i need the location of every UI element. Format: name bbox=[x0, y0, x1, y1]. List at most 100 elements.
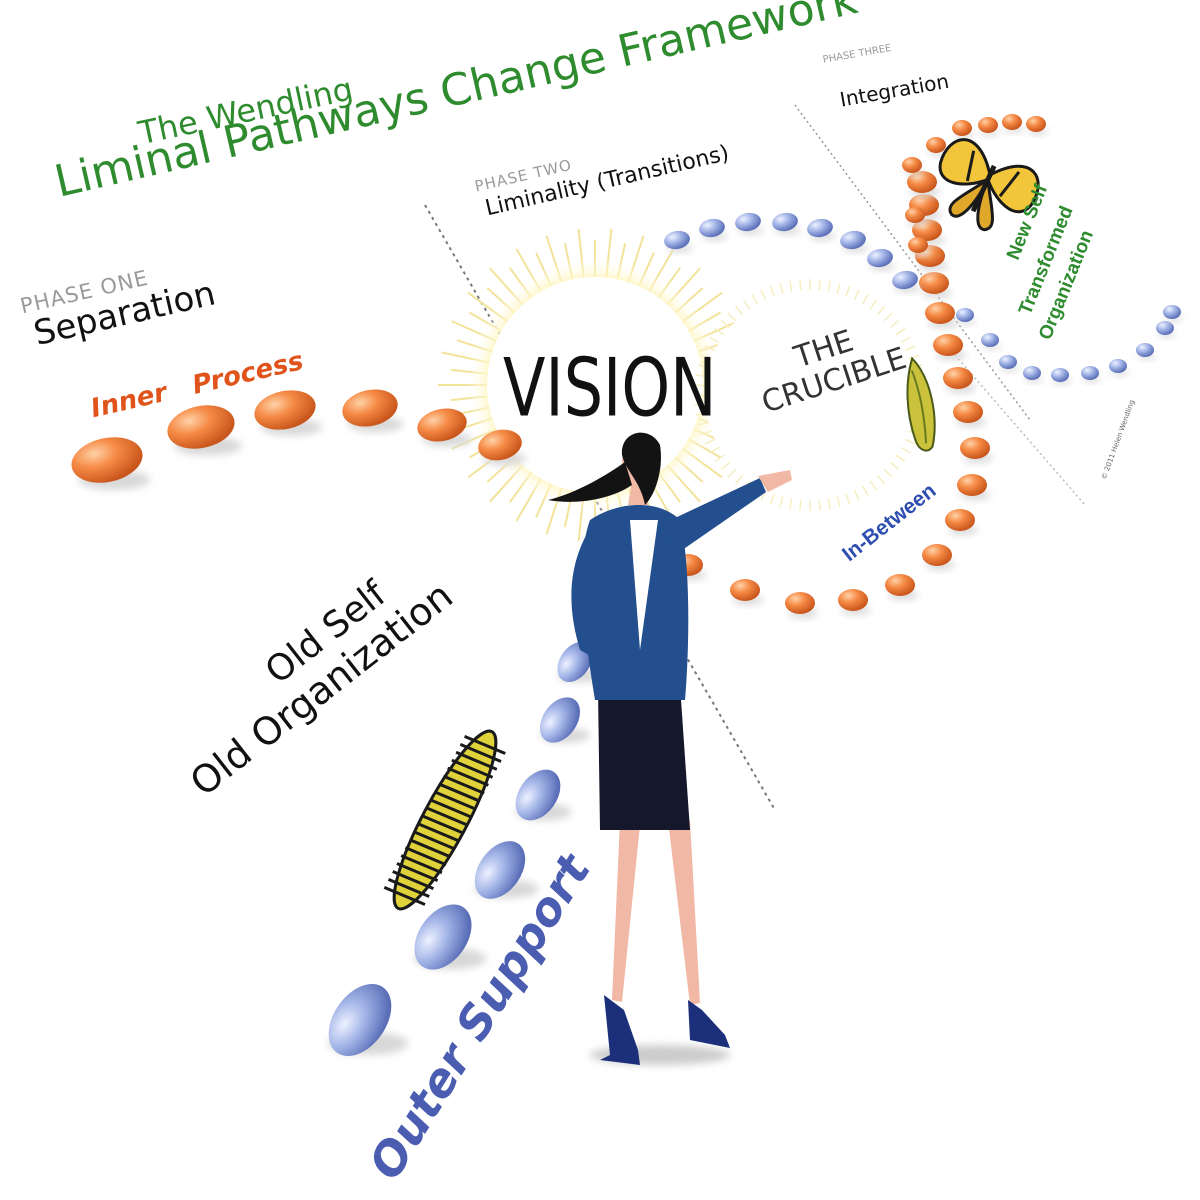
caterpillar-stripe bbox=[392, 870, 435, 890]
liminality-bead bbox=[867, 248, 893, 268]
crucible-ray bbox=[695, 412, 708, 416]
new-self-bead bbox=[1156, 321, 1174, 335]
caterpillar-stripe bbox=[413, 830, 456, 851]
crucible-ray bbox=[827, 280, 831, 293]
new-self-bead bbox=[1051, 368, 1069, 382]
in-between-bead bbox=[953, 401, 983, 423]
outer-bead bbox=[515, 769, 561, 821]
integration-bead bbox=[926, 137, 946, 153]
crucible-ray bbox=[907, 354, 920, 361]
liminality-beads bbox=[664, 212, 921, 293]
inner-bead bbox=[342, 389, 398, 427]
crucible-ray bbox=[876, 474, 886, 485]
liminality-bead bbox=[699, 218, 725, 238]
crucible-ray bbox=[844, 285, 851, 298]
crucible-ray bbox=[903, 438, 916, 445]
crucible-ray bbox=[760, 289, 767, 302]
crucible-ray bbox=[894, 454, 906, 463]
integration-bead bbox=[978, 117, 998, 133]
integration-bead bbox=[908, 237, 928, 253]
crucible-ray bbox=[720, 319, 731, 329]
crucible-ray bbox=[836, 282, 841, 295]
crucible-ray bbox=[709, 446, 721, 454]
outer-bead bbox=[414, 904, 472, 970]
in-between-bead bbox=[957, 474, 987, 496]
crucible-ray bbox=[844, 492, 851, 505]
caterpillar-stripe bbox=[430, 798, 473, 819]
crucible-ray bbox=[876, 305, 886, 316]
new-self-bead bbox=[1163, 305, 1181, 319]
in-between-bead bbox=[885, 574, 915, 596]
crucible-ray bbox=[861, 294, 869, 306]
phase-divider-3 bbox=[954, 354, 1086, 506]
crucible-ray bbox=[727, 468, 737, 478]
integration-bead bbox=[1026, 116, 1046, 132]
crucible-ray bbox=[734, 305, 744, 316]
caterpillar-stripe bbox=[383, 885, 426, 906]
inner-bead bbox=[254, 390, 316, 430]
crucible-ray bbox=[769, 285, 776, 298]
new-self-bead bbox=[956, 308, 974, 322]
liminality-bead bbox=[807, 218, 833, 238]
new-self-bead bbox=[1081, 366, 1099, 380]
crucible-ray bbox=[827, 497, 831, 510]
crucible-ray bbox=[789, 280, 793, 293]
liminality-bead bbox=[735, 212, 761, 232]
crucible-ray bbox=[709, 336, 721, 344]
crucible-ray bbox=[861, 484, 869, 496]
crucible-ray bbox=[883, 312, 893, 322]
integration-bead bbox=[952, 120, 972, 136]
crucible-ray bbox=[899, 446, 911, 454]
crucible-ray bbox=[853, 488, 860, 501]
crucible-ray bbox=[779, 495, 784, 508]
in-between-bead bbox=[960, 437, 990, 459]
outer-bead bbox=[474, 841, 526, 899]
new-self-bead bbox=[1109, 359, 1127, 373]
crucible-ray bbox=[799, 498, 802, 511]
new-self-bead bbox=[1023, 366, 1041, 380]
crucible-ray bbox=[704, 345, 717, 352]
crucible-ray bbox=[714, 327, 726, 336]
crucible-ray bbox=[714, 454, 726, 463]
liminality-bead bbox=[772, 212, 798, 232]
in-between-bead bbox=[785, 592, 815, 614]
integration-beads bbox=[902, 114, 1048, 256]
crucible-ray bbox=[779, 282, 784, 295]
chrysalis-icon bbox=[906, 356, 936, 452]
crucible-ray bbox=[818, 279, 821, 292]
crucible-ray bbox=[869, 299, 878, 311]
in-between-bead bbox=[922, 544, 952, 566]
phase-divider-2 bbox=[794, 104, 1031, 421]
caterpillar-icon bbox=[383, 729, 506, 911]
caterpillar-stripe bbox=[455, 750, 498, 771]
crucible-ray bbox=[695, 374, 708, 378]
caterpillar-stripe bbox=[409, 838, 451, 859]
crucible-ray bbox=[734, 474, 744, 485]
crucible-ray bbox=[697, 421, 710, 426]
businesswoman-pointing-icon bbox=[548, 432, 792, 1065]
integration-bead bbox=[902, 157, 922, 173]
crucible-ray bbox=[742, 299, 751, 311]
caterpillar-stripe bbox=[451, 758, 494, 779]
phase-divider-1 bbox=[424, 204, 776, 811]
in-between-bead bbox=[943, 367, 973, 389]
inner-bead bbox=[478, 429, 522, 461]
new-self-bead bbox=[981, 333, 999, 347]
crucible-ray bbox=[697, 364, 710, 369]
crucible-ray bbox=[789, 497, 793, 510]
crucible-ray bbox=[894, 327, 906, 336]
liminality-bead bbox=[892, 270, 918, 290]
liminality-bead bbox=[664, 230, 690, 250]
in-between-bead bbox=[907, 171, 937, 193]
outer-bead bbox=[540, 697, 580, 743]
caterpillar-stripe bbox=[400, 854, 443, 875]
in-between-bead bbox=[933, 334, 963, 356]
butterfly-icon bbox=[938, 138, 1040, 232]
crucible-ray bbox=[694, 384, 707, 387]
inner-bead bbox=[167, 405, 235, 449]
caterpillar-stripe bbox=[438, 782, 481, 803]
integration-bead bbox=[1002, 114, 1022, 130]
inner-process-beads bbox=[71, 389, 527, 490]
